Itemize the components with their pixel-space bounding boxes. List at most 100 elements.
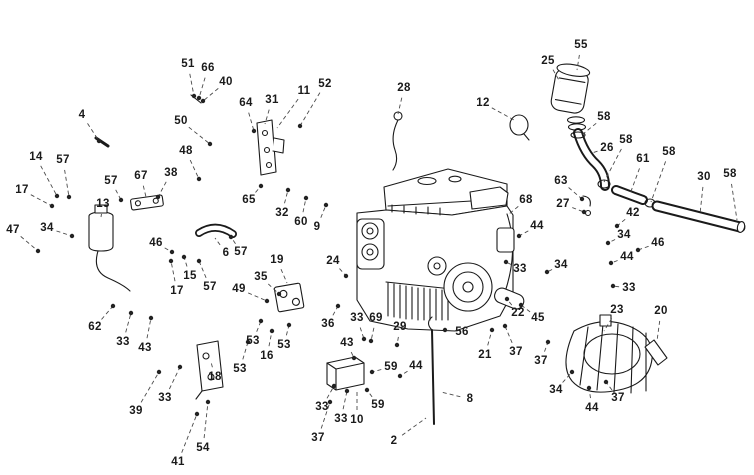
fastener-dot bbox=[368, 338, 374, 344]
leader-line bbox=[603, 148, 622, 183]
fastener-dot bbox=[603, 379, 609, 385]
fastener-dot bbox=[343, 273, 349, 279]
leader-line bbox=[546, 269, 553, 273]
fastener-dot bbox=[364, 387, 370, 393]
part-callout-20: 20 bbox=[654, 305, 668, 317]
fastener-dot bbox=[579, 196, 585, 202]
part-callout-43: 43 bbox=[138, 342, 152, 354]
leader-line bbox=[146, 317, 152, 339]
part-callout-53: 53 bbox=[233, 363, 247, 375]
fastener-dot bbox=[614, 223, 620, 229]
hose-clamp-12 bbox=[509, 114, 530, 141]
part-callout-46: 46 bbox=[651, 237, 665, 249]
part-callout-57: 57 bbox=[56, 154, 70, 166]
leader-line bbox=[248, 292, 268, 302]
part-callout-21: 21 bbox=[478, 349, 492, 361]
fastener-dot bbox=[327, 399, 333, 405]
fastener-dot bbox=[569, 369, 575, 375]
part-callout-36: 36 bbox=[321, 318, 335, 330]
leader-line bbox=[276, 98, 299, 129]
fastener-dot bbox=[303, 195, 309, 201]
fastener-dot bbox=[264, 298, 270, 304]
fastener-dot bbox=[54, 193, 60, 199]
part-callout-59: 59 bbox=[384, 361, 398, 373]
part-callout-34: 34 bbox=[617, 229, 631, 241]
fastener-dot bbox=[361, 336, 367, 342]
leader-line bbox=[264, 109, 270, 125]
intake-hose-and-tube bbox=[570, 128, 746, 233]
part-callout-44: 44 bbox=[585, 402, 599, 414]
part-callout-6: 6 bbox=[222, 247, 230, 259]
fastener-dot bbox=[489, 327, 495, 333]
fastener-dot bbox=[156, 369, 162, 375]
fastener-dot bbox=[35, 248, 41, 254]
leader-line bbox=[612, 285, 620, 288]
fastener-dot bbox=[258, 183, 264, 189]
leader-line bbox=[320, 204, 327, 218]
part-callout-34: 34 bbox=[554, 259, 568, 271]
leader-line bbox=[189, 159, 200, 180]
plate-19 bbox=[273, 282, 305, 313]
part-callout-57: 57 bbox=[203, 281, 217, 293]
fastener-dot bbox=[110, 303, 116, 309]
part-callout-58: 58 bbox=[619, 134, 633, 146]
part-callout-10: 10 bbox=[350, 414, 364, 426]
fastener-dot bbox=[331, 383, 337, 389]
fuel-hose-6 bbox=[195, 223, 237, 238]
fastener-dot bbox=[610, 283, 616, 289]
fastener-dot bbox=[635, 247, 641, 253]
fastener-dot bbox=[196, 176, 202, 182]
part-callout-33: 33 bbox=[350, 312, 364, 324]
fastener-dot bbox=[516, 233, 522, 239]
support-rod-8 bbox=[427, 316, 435, 425]
part-callout-65: 65 bbox=[242, 194, 256, 206]
muffler-assembly bbox=[565, 314, 653, 394]
part-callout-56: 56 bbox=[455, 326, 469, 338]
part-callout-60: 60 bbox=[294, 216, 308, 228]
fastener-dot bbox=[49, 203, 55, 209]
part-callout-31: 31 bbox=[265, 94, 279, 106]
part-callout-27: 27 bbox=[556, 198, 570, 210]
part-callout-63: 63 bbox=[554, 175, 568, 187]
fastener-dot bbox=[96, 138, 102, 144]
fastener-dot bbox=[394, 342, 400, 348]
leader-line bbox=[210, 361, 213, 368]
fastener-dot bbox=[442, 327, 448, 333]
part-callout-43: 43 bbox=[340, 337, 354, 349]
part-callout-42: 42 bbox=[626, 207, 640, 219]
fastener-dot bbox=[369, 369, 375, 375]
leader-line bbox=[603, 318, 613, 332]
part-callout-68: 68 bbox=[519, 194, 533, 206]
leader-line bbox=[342, 390, 348, 410]
part-callout-59: 59 bbox=[371, 399, 385, 411]
leader-line bbox=[87, 123, 100, 142]
part-callout-25: 25 bbox=[541, 55, 555, 67]
part-callout-19: 19 bbox=[270, 254, 284, 266]
leader-line bbox=[562, 371, 573, 383]
part-callout-28: 28 bbox=[397, 82, 411, 94]
part-callout-44: 44 bbox=[530, 220, 544, 232]
part-callout-61: 61 bbox=[636, 153, 650, 165]
leader-line bbox=[491, 107, 515, 121]
fastener-dot bbox=[323, 202, 329, 208]
part-callout-22: 22 bbox=[511, 307, 525, 319]
part-callout-33: 33 bbox=[116, 336, 130, 348]
part-callout-4: 4 bbox=[78, 109, 86, 121]
fastener-dot bbox=[297, 123, 303, 129]
fastener-dot bbox=[177, 364, 183, 370]
part-callout-2: 2 bbox=[390, 435, 398, 447]
part-callout-33: 33 bbox=[158, 392, 172, 404]
leader-line bbox=[731, 183, 738, 221]
leader-line bbox=[397, 97, 403, 115]
part-callout-64: 64 bbox=[239, 97, 253, 109]
part-callout-39: 39 bbox=[129, 405, 143, 417]
leader-line bbox=[506, 298, 513, 306]
part-callout-57: 57 bbox=[234, 246, 248, 258]
part-callout-62: 62 bbox=[88, 321, 102, 333]
leader-line bbox=[40, 165, 58, 197]
leader-line bbox=[650, 161, 667, 203]
part-callout-33: 33 bbox=[334, 413, 348, 425]
fastener-dot bbox=[128, 310, 134, 316]
leader-line bbox=[582, 122, 597, 135]
